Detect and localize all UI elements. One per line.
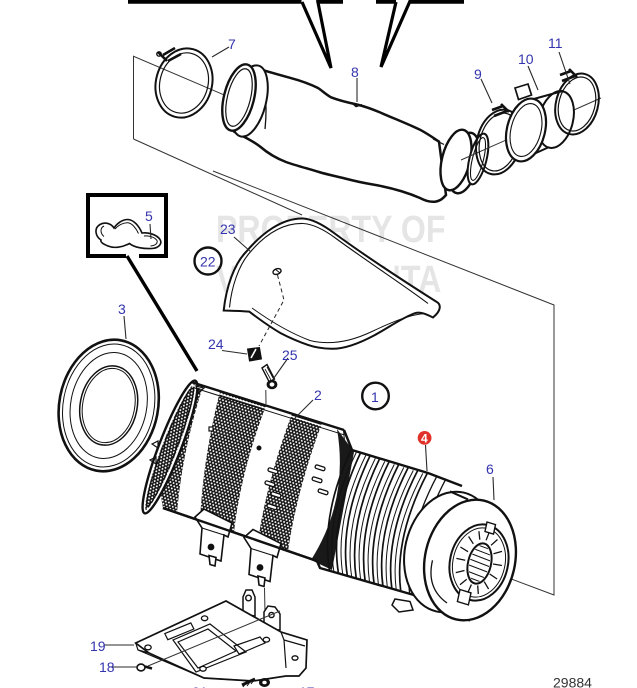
svg-text:7: 7 (228, 36, 236, 52)
svg-text:21: 21 (192, 684, 208, 688)
svg-text:19: 19 (90, 638, 106, 654)
svg-text:23: 23 (220, 221, 236, 237)
svg-text:11: 11 (548, 35, 563, 51)
svg-text:24: 24 (208, 336, 224, 352)
svg-text:6: 6 (486, 461, 494, 477)
svg-text:25: 25 (282, 347, 298, 363)
svg-text:9: 9 (474, 66, 482, 82)
svg-text:18: 18 (99, 659, 115, 675)
svg-text:8: 8 (351, 64, 359, 80)
svg-text:22: 22 (200, 254, 216, 270)
svg-text:2: 2 (314, 387, 322, 403)
svg-text:10: 10 (518, 51, 534, 67)
svg-text:4: 4 (421, 432, 428, 446)
svg-text:17: 17 (299, 684, 315, 688)
svg-text:5: 5 (145, 208, 153, 224)
svg-text:1: 1 (371, 389, 379, 405)
svg-text:3: 3 (118, 301, 126, 317)
svg-text:29884: 29884 (553, 675, 592, 688)
